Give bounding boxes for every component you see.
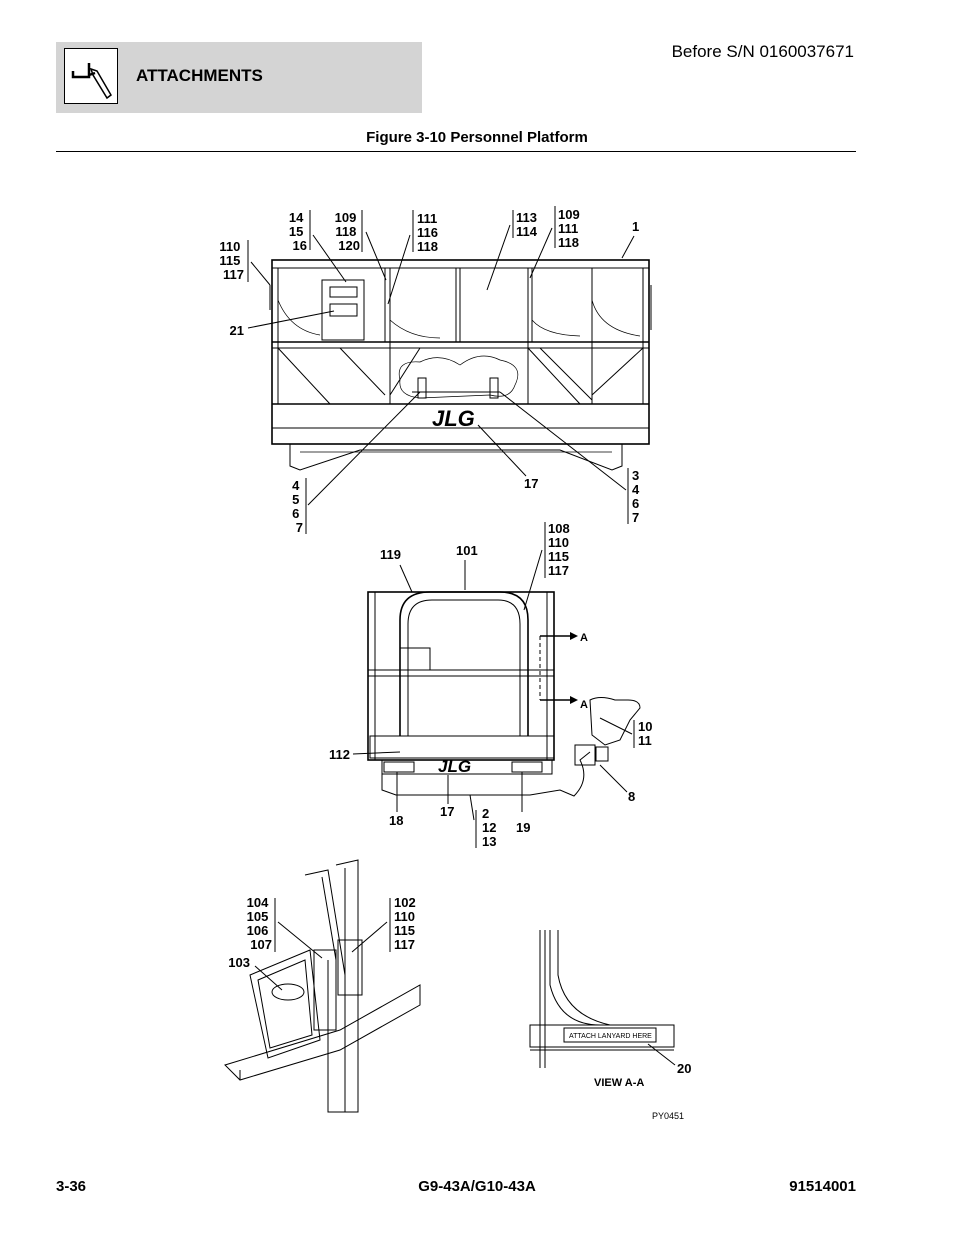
model-name: G9-43A/G10-43A	[418, 1178, 536, 1195]
callout-4-5-6-7: 4 5 6 7	[292, 478, 303, 535]
callout-2-12-13: 2 12 13	[482, 806, 500, 849]
callout-103: 103	[228, 955, 250, 970]
callout-17-front: 17	[524, 476, 538, 491]
callout-18: 18	[389, 813, 403, 828]
callout-111-116-118: 111 116 118	[417, 211, 442, 254]
callout-8: 8	[628, 789, 635, 804]
callout-10-11: 10 11	[638, 719, 656, 748]
section-marker-top: A	[580, 632, 588, 644]
callout-1: 1	[632, 219, 639, 234]
drawing-code: PY0451	[652, 1111, 684, 1121]
callout-3-4-6-7: 3 4 6 7	[632, 468, 643, 525]
jlg-logo-side: JLG	[438, 757, 471, 776]
view-a-a-label: VIEW A-A	[594, 1077, 644, 1089]
section-header: ATTACHMENTS	[56, 42, 422, 113]
serial-note: Before S/N 0160037671	[671, 42, 854, 61]
part-number: 91514001	[789, 1178, 856, 1195]
front-view: JLG	[269, 259, 652, 471]
callout-19: 19	[516, 820, 530, 835]
callout-109-118-120: 109 118 120	[335, 210, 360, 253]
view-a-a: ATTACH LANYARD HERE	[529, 930, 675, 1068]
section-marker-bottom: A	[580, 699, 588, 711]
lanyard-decal-text: ATTACH LANYARD HERE	[569, 1033, 652, 1040]
callout-14-15-16: 14 15 16	[289, 210, 307, 253]
callout-20: 20	[677, 1061, 691, 1076]
callout-17-side: 17	[440, 804, 454, 819]
callout-113-114: 113 114	[516, 210, 541, 239]
callout-119: 119	[380, 547, 401, 562]
callout-21: 21	[230, 323, 244, 338]
callout-110-115-117: 110 115 117	[219, 239, 244, 282]
callout-109-111-118: 109 111 118	[558, 207, 583, 250]
leader-lines	[247, 206, 676, 1066]
callout-108-110-115-117: 108 110 115 117	[548, 521, 573, 578]
wrench-attachment-icon	[64, 48, 118, 104]
section-title: ATTACHMENTS	[136, 66, 263, 85]
page-number: 3-36	[56, 1178, 87, 1195]
callout-112: 112	[329, 747, 350, 762]
header-divider	[56, 151, 856, 152]
callout-102-110-115-117: 102 110 115 117	[394, 895, 419, 952]
figure-title: Figure 3-10 Personnel Platform	[366, 129, 588, 146]
side-view: JLG A A	[367, 591, 641, 797]
callout-104-105-106-107: 104 105 106 107	[247, 895, 272, 952]
callout-labels: 14 15 16 109 118 120 111 116 118 113 114…	[219, 207, 691, 1121]
jlg-logo-front: JLG	[432, 406, 475, 431]
isometric-detail	[224, 859, 421, 1113]
callout-101: 101	[456, 543, 478, 558]
